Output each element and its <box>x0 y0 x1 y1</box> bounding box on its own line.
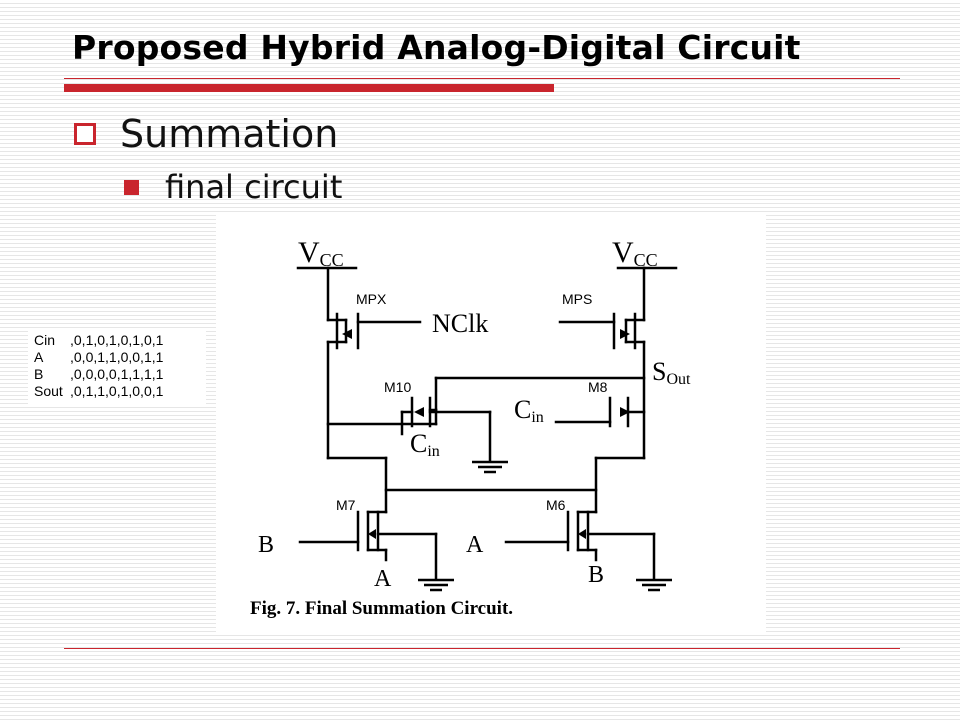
vcc-left-label: VCC <box>298 236 344 270</box>
circuit-labels: VCC VCC MPX MPS M10 M8 M7 M6 NClk SOut C… <box>250 236 691 619</box>
vcc-right-label: VCC <box>612 236 658 270</box>
truth-values: ,0,1,0,1,0,1,0,1 <box>70 332 164 348</box>
truth-row-a: A ,0,0,1,1,0,0,1,1 <box>34 349 206 366</box>
figure-caption: Fig. 7. Final Summation Circuit. <box>250 598 513 619</box>
transistor-label-m7: M7 <box>336 497 356 513</box>
signal-label-b-bottom: B <box>588 562 604 588</box>
ground-symbol-icon <box>472 460 508 474</box>
truth-signal-label: Cin <box>34 332 56 348</box>
signal-label-cin-right: Cin <box>514 395 544 426</box>
truth-signal-label: Sout <box>34 383 63 399</box>
bullet-text-final-circuit: final circuit <box>165 168 343 206</box>
circuit-wires <box>296 266 678 580</box>
title-underline <box>64 78 900 79</box>
bullet-summation: Summation <box>74 112 338 156</box>
hollow-square-bullet-icon <box>74 123 96 145</box>
circuit-figure: VCC VCC MPX MPS M10 M8 M7 M6 NClk SOut C… <box>216 214 766 632</box>
truth-row-cin: Cin ,0,1,0,1,0,1,0,1 <box>34 332 206 349</box>
truth-row-sout: Sout ,0,1,1,0,1,0,0,1 <box>34 383 206 400</box>
ground-symbol-icon <box>636 578 672 592</box>
transistor-arrows <box>342 329 630 539</box>
truth-signal-label: A <box>34 349 44 365</box>
signal-label-b-left: B <box>258 532 274 558</box>
title-accent-bar <box>64 84 554 92</box>
bullet-text-summation: Summation <box>120 112 339 156</box>
ground-symbol-icon <box>418 578 454 592</box>
footer-rule <box>64 648 900 649</box>
signal-label-a-middle: A <box>466 532 484 558</box>
truth-values: ,0,1,1,0,1,0,0,1 <box>70 383 164 399</box>
slide-title: Proposed Hybrid Analog-Digital Circuit <box>72 28 801 67</box>
truth-signal-label: B <box>34 366 44 382</box>
truth-values: ,0,0,0,0,1,1,1,1 <box>70 366 164 382</box>
transistor-label-m8: M8 <box>588 379 608 395</box>
transistor-label-m10: M10 <box>384 379 411 395</box>
truth-values: ,0,0,1,1,0,0,1,1 <box>70 349 164 365</box>
signal-label-sout: SOut <box>652 357 691 388</box>
circuit-schematic: VCC VCC MPX MPS M10 M8 M7 M6 NClk SOut C… <box>250 236 691 619</box>
bullet-final-circuit: final circuit <box>124 168 342 206</box>
signal-label-nclk: NClk <box>432 309 488 338</box>
signal-label-a-bottom: A <box>374 566 392 592</box>
transistor-label-mps: MPS <box>562 291 592 307</box>
transistor-label-m6: M6 <box>546 497 566 513</box>
transistor-label-mpx: MPX <box>356 291 387 307</box>
truth-table: Cin ,0,1,0,1,0,1,0,1 A ,0,0,1,1,0,0,1,1 B,… <box>28 328 206 404</box>
signal-label-cin-bottom: Cin <box>410 429 440 460</box>
filled-square-bullet-icon <box>124 179 139 195</box>
truth-row-b: B ,0,0,0,0,1,1,1,1 <box>34 366 206 383</box>
